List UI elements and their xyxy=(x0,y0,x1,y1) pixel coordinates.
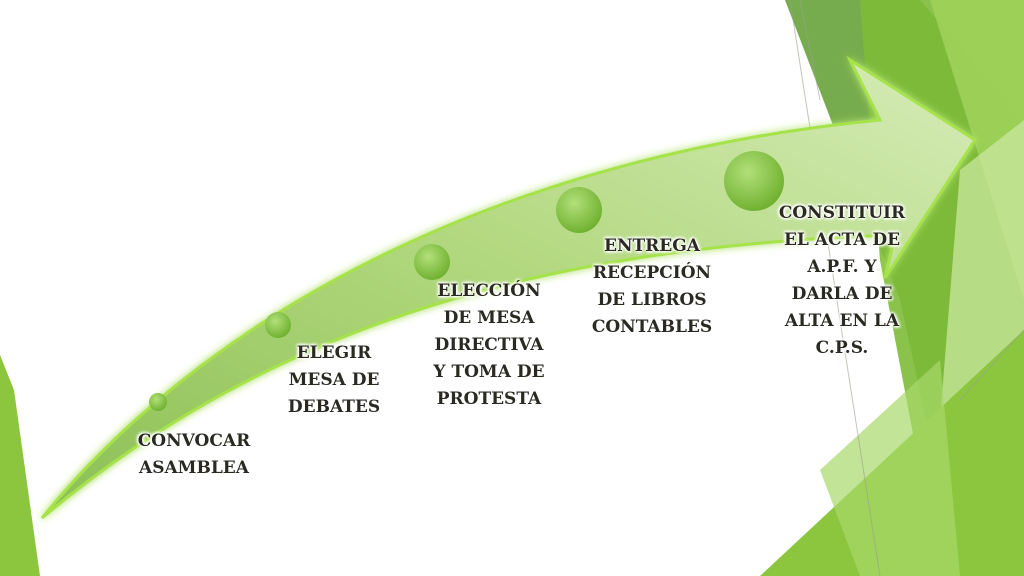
step-node-1 xyxy=(149,393,167,411)
step-5-line-3: A.P.F. Y xyxy=(807,257,877,277)
step-node-4 xyxy=(556,187,602,233)
step-label-5: CONSTITUIR EL ACTA DE A.P.F. Y DARLA DE … xyxy=(762,200,922,362)
step-5-line-2: EL ACTA DE xyxy=(783,230,901,250)
step-label-1: CONVOCAR ASAMBLEA xyxy=(120,428,268,482)
step-2-line-3: DEBATES xyxy=(287,397,381,417)
step-4-line-4: CONTABLES xyxy=(591,317,713,337)
step-3-line-4: Y TOMA DE xyxy=(433,362,545,382)
step-2-line-2: MESA DE xyxy=(288,370,380,390)
step-node-2 xyxy=(265,312,291,338)
step-3-line-5: PROTESTA xyxy=(436,389,542,409)
step-3-line-3: DIRECTIVA xyxy=(434,335,544,355)
step-3-line-2: DE MESA xyxy=(443,308,535,328)
step-5-line-1: CONSTITUIR xyxy=(778,203,906,223)
step-3-line-1: ELECCIÓN xyxy=(437,281,541,301)
step-5-line-6: C.P.S. xyxy=(815,338,869,358)
thin-line-2 xyxy=(799,0,821,101)
step-node-5 xyxy=(724,151,784,211)
right-green-band-pale xyxy=(940,120,1024,420)
bottom-right-triangle-light xyxy=(820,360,960,576)
step-node-3 xyxy=(414,244,450,280)
step-1-line-1: CONVOCAR xyxy=(137,431,251,451)
left-edge-strip xyxy=(0,355,40,576)
step-label-4: ENTREGA RECEPCIÓN DE LIBROS CONTABLES xyxy=(574,233,730,341)
step-label-2: ELEGIR MESA DE DEBATES xyxy=(272,340,396,421)
step-4-line-3: DE LIBROS xyxy=(597,290,707,310)
step-5-line-5: ALTA EN LA xyxy=(784,311,900,331)
thin-line-1 xyxy=(789,0,881,576)
step-1-line-2: ASAMBLEA xyxy=(139,458,249,478)
step-4-line-2: RECEPCIÓN xyxy=(592,263,712,283)
step-label-3: ELECCIÓN DE MESA DIRECTIVA Y TOMA DE PRO… xyxy=(414,278,564,413)
step-5-line-4: DARLA DE xyxy=(791,284,893,304)
step-2-line-1: ELEGIR xyxy=(296,343,372,363)
step-4-line-1: ENTREGA xyxy=(604,236,700,256)
thin-line-3 xyxy=(959,329,1024,401)
